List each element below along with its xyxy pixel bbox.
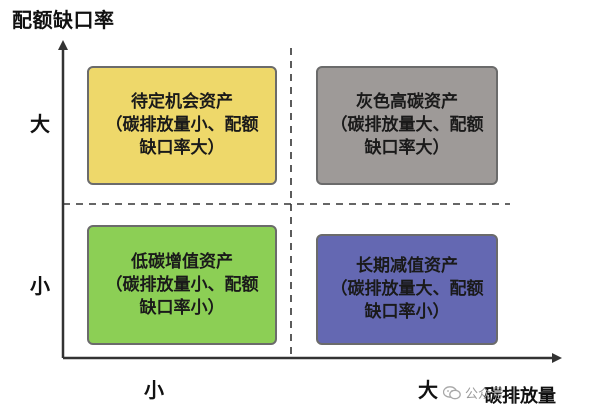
wechat-icon bbox=[442, 385, 461, 400]
quadrant-desc-line: （碳排放量小、配额 bbox=[105, 115, 259, 135]
quadrant-desc-line: （碳排放量小、配额 bbox=[105, 274, 259, 295]
quadrant-desc-line: （碳排放量大、配额 bbox=[330, 279, 484, 299]
quadrant-top-right: 灰色高碳资产 （碳排放量大、配额 缺口率大） bbox=[316, 66, 498, 185]
watermark: 公众号 bbox=[442, 383, 505, 402]
x-tick-low: 小 bbox=[144, 378, 164, 402]
y-tick-high: 大 bbox=[30, 112, 50, 136]
y-axis-title: 配额缺口率 bbox=[12, 8, 115, 32]
quadrant-bottom-left: 低碳增值资产 （碳排放量小、配额 缺口率小） bbox=[87, 225, 277, 345]
quadrant-desc-line: 缺口率大） bbox=[139, 138, 225, 158]
quadrant-title: 低碳增值资产 bbox=[131, 251, 233, 272]
x-tick-high: 大 bbox=[418, 378, 438, 402]
x-axis-title: 碳排放量 bbox=[484, 386, 556, 407]
quadrant-desc-line: 缺口率小） bbox=[139, 297, 225, 318]
quadrant-title: 长期减值资产 bbox=[356, 256, 458, 276]
y-tick-low: 小 bbox=[30, 274, 50, 298]
quadrant-title: 灰色高碳资产 bbox=[356, 92, 458, 112]
quadrant-title: 待定机会资产 bbox=[131, 92, 233, 112]
quadrant-desc-line: 缺口率大） bbox=[364, 138, 450, 158]
quadrant-top-left: 待定机会资产 （碳排放量小、配额 缺口率大） bbox=[87, 66, 277, 185]
watermark-text: 公众号 bbox=[465, 387, 505, 402]
quadrant-desc-line: （碳排放量大、配额 bbox=[330, 115, 484, 135]
quadrant-bottom-right: 长期减值资产 （碳排放量大、配额 缺口率小） bbox=[316, 234, 498, 345]
quadrant-desc-line: 缺口率小） bbox=[364, 302, 450, 322]
